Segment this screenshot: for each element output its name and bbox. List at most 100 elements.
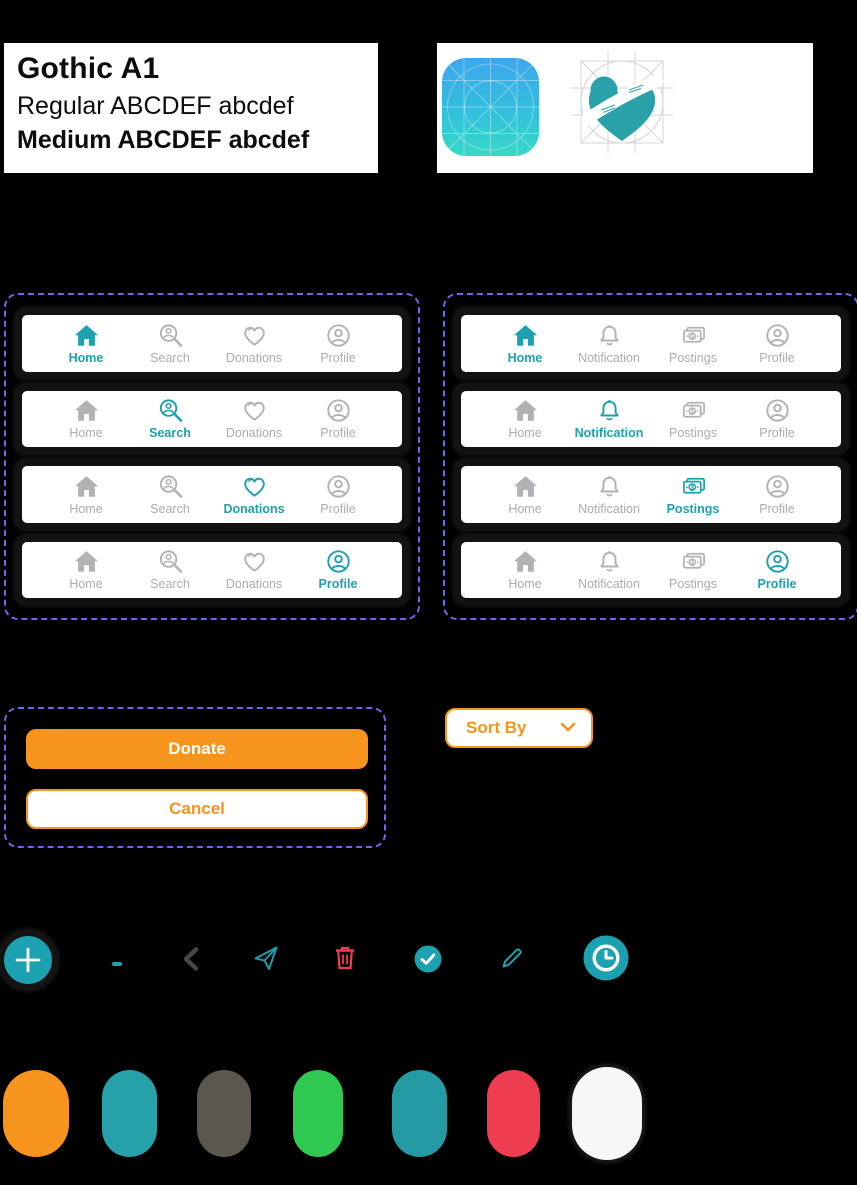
edit-pencil-icon[interactable] (499, 945, 525, 976)
home-icon (73, 397, 100, 424)
heart-icon (241, 322, 268, 349)
clock-icon[interactable] (583, 935, 629, 986)
tab-item-notification[interactable]: Notification (567, 548, 651, 591)
tab-item-search[interactable]: Search (128, 397, 212, 440)
bell-icon (596, 322, 623, 349)
tab-label: Home (69, 577, 103, 592)
tab-item-postings[interactable]: $ Postings (651, 548, 735, 591)
profile-icon (325, 397, 352, 424)
bell-icon (596, 397, 623, 424)
tab-item-notification[interactable]: Notification (567, 322, 651, 365)
color-swatch-white (572, 1067, 642, 1160)
profile-icon (764, 473, 791, 500)
tab-item-profile[interactable]: Profile (735, 473, 819, 516)
tab-label: Notification (578, 350, 640, 365)
svg-text:$: $ (690, 560, 694, 567)
app-icon (442, 58, 539, 156)
send-icon[interactable] (253, 945, 279, 976)
home-icon (512, 322, 539, 349)
tab-item-notification[interactable]: Notification (567, 397, 651, 440)
tab-item-profile[interactable]: Profile (735, 322, 819, 365)
tab-label: Donations (225, 350, 283, 365)
tab-item-profile[interactable]: Profile (296, 548, 380, 591)
profile-icon (764, 322, 791, 349)
tabbar-row: Home Search Donations Profile (22, 466, 402, 523)
sort-by-label: Sort By (466, 718, 527, 737)
bell-icon (596, 473, 623, 500)
tab-item-home[interactable]: Home (44, 397, 128, 440)
color-swatch-teal (102, 1070, 157, 1157)
tabbar-row: Home Notification $ Postings Profile (461, 466, 841, 523)
tab-item-profile[interactable]: Profile (296, 473, 380, 516)
tab-item-profile[interactable]: Profile (735, 548, 819, 591)
tab-item-home[interactable]: Home (483, 548, 567, 591)
tab-item-postings[interactable]: $ Postings (651, 473, 735, 516)
home-icon (512, 397, 539, 424)
profile-icon (764, 397, 791, 424)
sort-by-dropdown[interactable]: Sort By (445, 708, 593, 748)
tabbar-row: Home Notification $ Postings Profile (461, 541, 841, 598)
money-icon: $ (678, 473, 708, 500)
home-icon (73, 473, 100, 500)
tab-label: Profile (759, 426, 795, 441)
tab-label: Profile (759, 350, 795, 365)
tab-label: Profile (759, 501, 795, 516)
heart-icon (241, 397, 268, 424)
tab-item-donations[interactable]: Donations (212, 322, 296, 365)
tab-label: Profile (757, 577, 797, 592)
tab-label: Notification (578, 577, 640, 592)
font-sample-medium: Medium ABCDEF abcdef (17, 126, 310, 154)
back-chevron-icon[interactable] (178, 945, 206, 978)
tabbar-row: Home Search Donations Profile (22, 315, 402, 372)
buttons-frame: Donate Cancel (4, 707, 386, 848)
tab-item-search[interactable]: Search (128, 473, 212, 516)
tab-item-home[interactable]: Home (44, 322, 128, 365)
tab-item-home[interactable]: Home (44, 473, 128, 516)
tab-item-donations[interactable]: Donations (212, 548, 296, 591)
tab-label: Search (150, 350, 190, 365)
tab-label: Home (508, 426, 542, 441)
cancel-button[interactable]: Cancel (26, 789, 368, 829)
tab-item-donations[interactable]: Donations (212, 397, 296, 440)
svg-text:$: $ (690, 409, 694, 416)
tab-item-profile[interactable]: Profile (296, 322, 380, 365)
tab-label: Home (508, 501, 542, 516)
tabbar-row: Home Search Donations Profile (22, 541, 402, 598)
tab-label: Postings (669, 426, 717, 441)
tab-label: Profile (318, 577, 358, 592)
profile-icon (764, 548, 791, 575)
tab-label: Postings (669, 577, 717, 592)
minus-icon[interactable] (112, 962, 122, 966)
app-icon-grid (442, 58, 539, 156)
donate-button[interactable]: Donate (26, 729, 368, 769)
tabbar-frame-secondary: Home Notification $ Postings Profile Hom… (443, 293, 857, 620)
search-icon (157, 397, 184, 424)
search-icon (157, 548, 184, 575)
tabbar-row: Home Notification $ Postings Profile (461, 390, 841, 447)
profile-icon (325, 322, 352, 349)
tab-item-notification[interactable]: Notification (567, 473, 651, 516)
tab-item-search[interactable]: Search (128, 548, 212, 591)
tab-item-profile[interactable]: Profile (296, 397, 380, 440)
tab-item-home[interactable]: Home (483, 322, 567, 365)
home-icon (512, 473, 539, 500)
check-icon[interactable] (414, 945, 442, 978)
tab-label: Donations (225, 577, 283, 592)
plus-icon[interactable] (4, 936, 52, 984)
tab-item-search[interactable]: Search (128, 322, 212, 365)
tab-item-postings[interactable]: $ Postings (651, 397, 735, 440)
tab-item-profile[interactable]: Profile (735, 397, 819, 440)
tab-label: Profile (320, 501, 356, 516)
tab-label: Home (69, 501, 103, 516)
tab-item-home[interactable]: Home (44, 548, 128, 591)
tab-label: Profile (320, 350, 356, 365)
chevron-down-icon (560, 719, 576, 737)
tab-item-home[interactable]: Home (483, 397, 567, 440)
tab-item-donations[interactable]: Donations (212, 473, 296, 516)
tab-item-postings[interactable]: $ Postings (651, 322, 735, 365)
trash-icon[interactable] (332, 945, 358, 976)
tab-item-home[interactable]: Home (483, 473, 567, 516)
heart-icon (241, 548, 268, 575)
tab-label: Notification (574, 426, 644, 441)
